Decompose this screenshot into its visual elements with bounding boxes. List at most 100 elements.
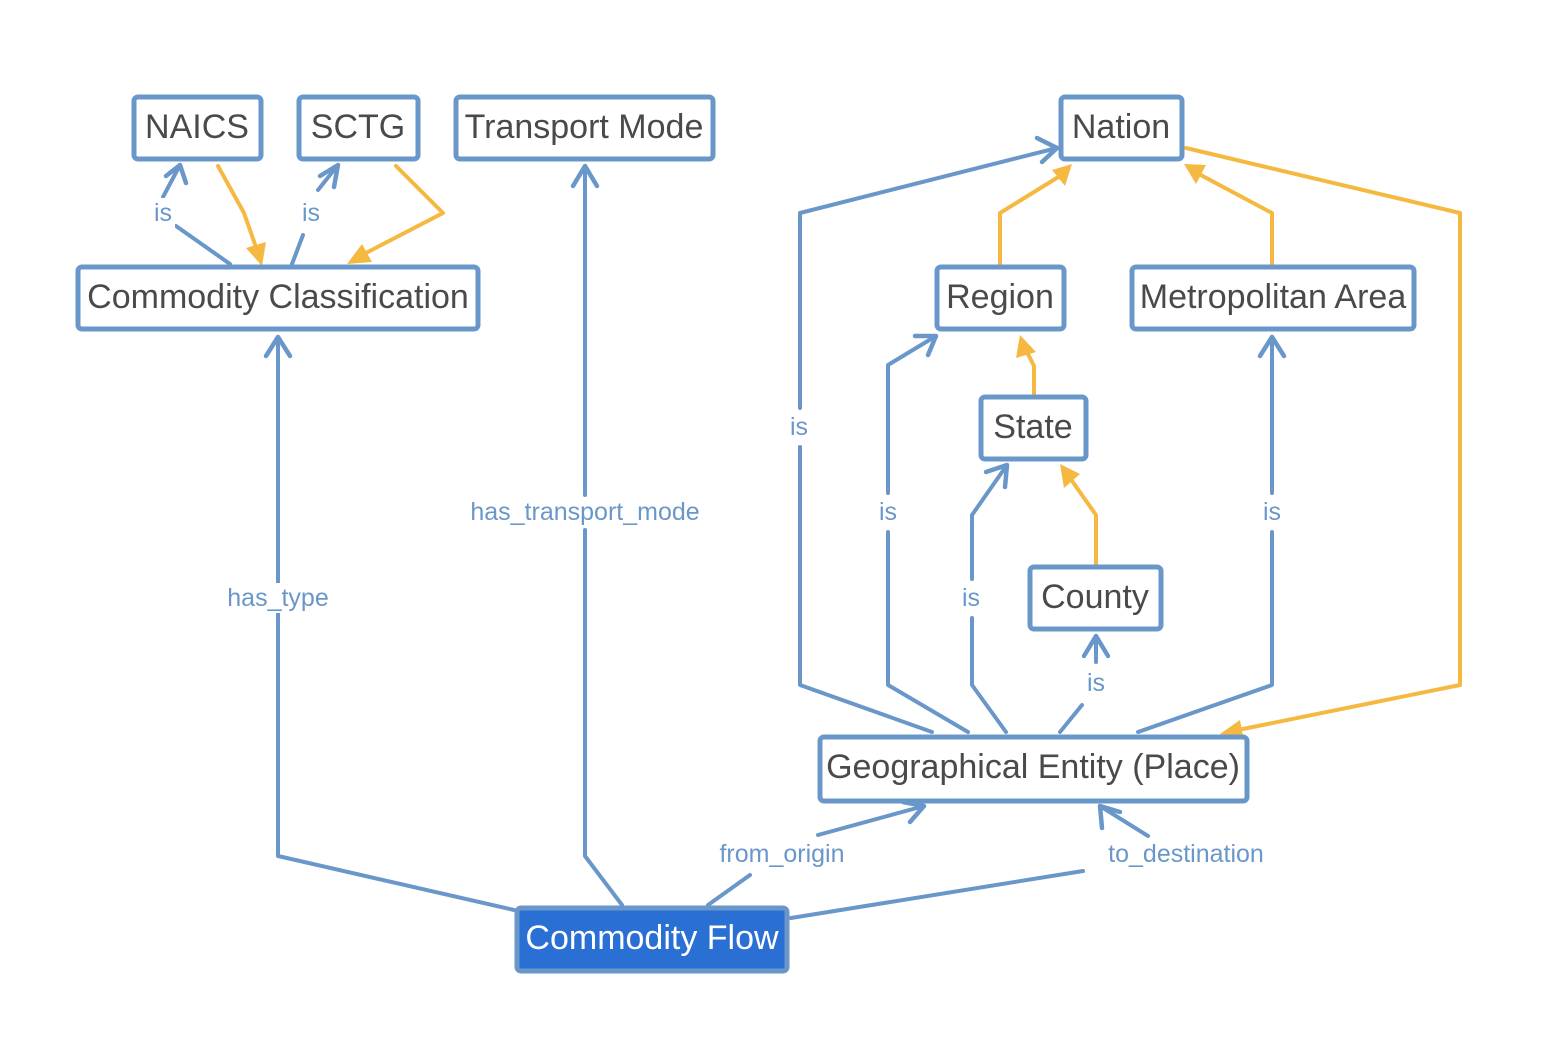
nodes: NAICS SCTG Transport Mode Nation Commodi… [75,94,1417,974]
edge-label-nation-is: is [790,413,808,441]
node-commodity-classification[interactable]: Commodity Classification [75,264,481,332]
node-transport-mode-label: Transport Mode [465,108,704,146]
edge-label-metro-is: is [1263,498,1281,526]
node-sctg-label: SCTG [311,108,405,146]
edge-geo-state [970,616,1008,734]
edge-label-sctg-is-bg [298,198,324,228]
arrowhead-state-region [1016,335,1036,358]
edge-state-region [1024,348,1036,396]
edge-label-has-type: has_type [227,584,328,612]
edge-label-region-is: is [879,498,897,526]
edge-label-region-is-bg [875,497,901,527]
relation-edges [161,135,1287,920]
edge-from-origin [706,873,752,907]
edge-label-county-is: is [1087,669,1105,697]
edge-labels: is is has_type has_transport_mode is is … [150,198,1285,869]
node-sctg-box[interactable] [296,94,421,162]
arrowhead-region [912,333,939,358]
edge-sctg-is [290,233,305,266]
edge-has-transport-mode [583,528,624,907]
node-commodity-flow-box[interactable] [514,905,790,974]
arrowhead-sctg [317,162,341,190]
node-county-label: County [1041,578,1149,616]
node-transport-mode-box[interactable] [453,94,716,162]
arrowhead-transport-mode [570,163,600,189]
node-county[interactable]: County [1027,564,1164,632]
edge-geo-region-2 [886,334,938,495]
node-region-label: Region [946,278,1054,316]
node-metropolitan-area[interactable]: Metropolitan Area [1129,264,1417,332]
edge-geo-nation [798,445,934,734]
edge-naics-sub [216,164,259,252]
edge-to-destination-2 [1098,804,1150,838]
arrowhead-county [1081,633,1111,659]
node-region-box[interactable] [934,264,1067,332]
edge-geo-state-2 [970,463,1009,581]
node-naics-label: NAICS [145,108,249,146]
edge-label-metro-is-bg [1259,497,1285,527]
hierarchy-edges [216,146,1462,741]
arrowhead-metro-nation [1184,164,1206,184]
edge-label-county-is-bg [1083,668,1109,698]
edge-naics-is [174,224,232,266]
node-naics-box[interactable] [131,94,264,162]
edge-label-to-destination-bg [1105,839,1267,869]
edge-label-from-origin-bg [716,839,848,869]
node-state-box[interactable] [978,394,1089,462]
arrowhead-county-state [1060,464,1080,488]
arrowhead-state [983,462,1010,490]
node-commodity-classification-box[interactable] [75,264,481,332]
edge-geo-county [1058,703,1084,734]
arrowhead-sctg-sub [347,244,372,264]
edge-label-has-transport-mode: has_transport_mode [470,498,699,526]
edge-to-destination [789,869,1085,920]
node-commodity-classification-label: Commodity Classification [87,278,469,316]
edge-label-sctg-is: is [302,199,320,227]
edge-geo-metro [1136,530,1274,734]
node-geographical-entity[interactable]: Geographical Entity (Place) [817,734,1250,804]
edge-has-type [276,612,516,912]
node-geographical-entity-box[interactable] [817,734,1250,804]
node-commodity-flow[interactable]: Commodity Flow [514,905,790,974]
arrowhead-naics [163,162,189,186]
edge-label-naics-is: is [154,199,172,227]
arrowhead-has-type [263,334,293,359]
edge-label-has-type-bg [224,583,332,613]
node-state-label: State [993,408,1072,446]
edge-geo-nation-2 [798,146,1059,410]
node-metropolitan-area-box[interactable] [1129,264,1417,332]
edge-from-origin-2 [816,804,926,837]
node-nation-box[interactable] [1058,94,1185,162]
edge-geo-region [886,530,970,734]
edge-label-has-transport-mode-bg [467,497,703,527]
edge-label-state-is-bg [958,583,984,613]
node-naics[interactable]: NAICS [131,94,264,162]
edge-county-state [1068,476,1098,566]
edge-label-nation-is-bg [786,412,812,442]
node-sctg[interactable]: SCTG [296,94,421,162]
arrowhead-nation [1034,135,1060,165]
node-state[interactable]: State [978,394,1089,462]
edge-label-to-destination: to_destination [1108,840,1264,868]
arrowhead-naics-sub [246,242,266,266]
arrowhead-to-destination [1097,803,1123,831]
node-region[interactable]: Region [934,264,1067,332]
edge-label-state-is: is [962,584,980,612]
node-county-box[interactable] [1027,564,1164,632]
node-transport-mode[interactable]: Transport Mode [453,94,716,162]
edge-sctg-sub [360,164,445,257]
edge-label-from-origin: from_origin [719,840,844,868]
arrowhead-region-nation [1052,164,1072,186]
edge-nation-geo [1184,146,1462,732]
node-nation[interactable]: Nation [1058,94,1185,162]
edge-region-nation [998,174,1062,266]
arrowhead-metro [1257,334,1287,359]
node-nation-label: Nation [1072,108,1170,146]
edge-metro-nation [1195,171,1274,266]
edge-naics-is-2 [161,163,182,199]
edge-label-naics-is-bg [150,198,176,228]
node-geographical-entity-label: Geographical Entity (Place) [826,748,1240,786]
node-metropolitan-area-label: Metropolitan Area [1140,278,1407,316]
node-commodity-flow-label: Commodity Flow [525,919,779,957]
